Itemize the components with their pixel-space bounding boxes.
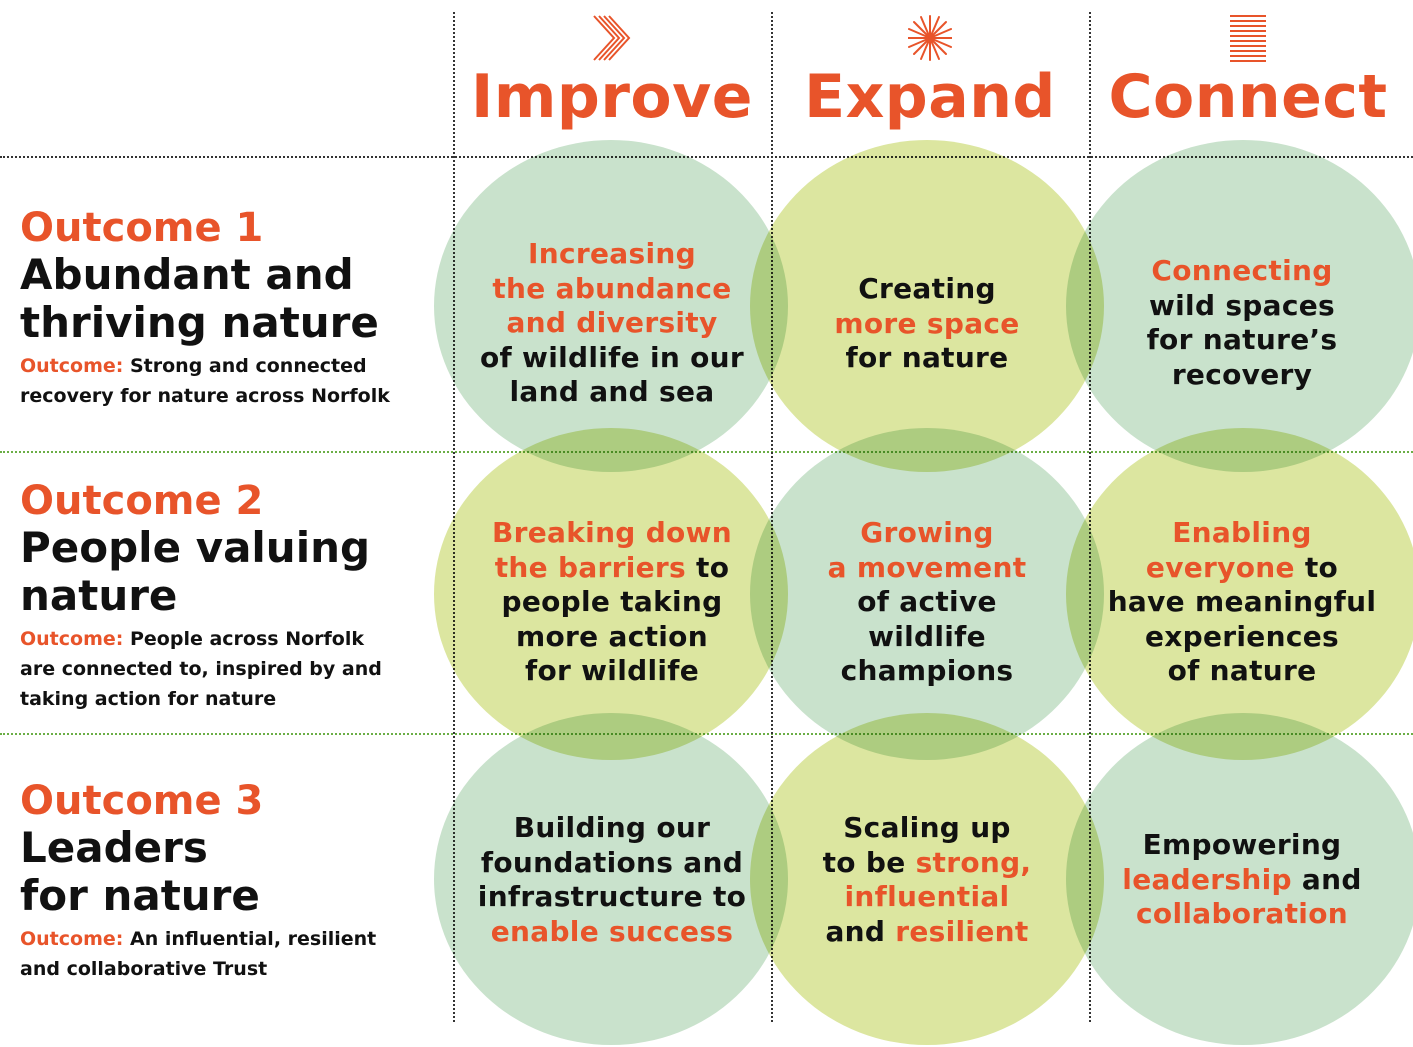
cell-text-line: land and sea xyxy=(509,375,715,408)
cell-improve-outcome-2: Breaking down the barriers to people tak… xyxy=(453,516,771,689)
cell-text-line: Scaling up xyxy=(843,811,1011,844)
outcome-2: Outcome 2 People valuing nature Outcome:… xyxy=(20,478,435,714)
cell-text-line: collaboration xyxy=(1136,897,1348,930)
outcome-1-description: Outcome: Strong and connected recovery f… xyxy=(20,351,420,411)
cell-text-span: to be xyxy=(822,845,916,879)
cell-text-span: to xyxy=(686,550,730,584)
cell-text-line: influential xyxy=(844,880,1010,913)
cell-text-line: of nature xyxy=(1167,654,1317,687)
cell-text-line: everyone to xyxy=(1083,551,1401,586)
column-title-connect: Connect xyxy=(1108,62,1388,132)
cell-text-line: and resilient xyxy=(768,915,1086,950)
circle-r2-connect xyxy=(1066,428,1413,760)
cell-text-line: the abundance xyxy=(492,271,732,305)
cell-connect-outcome-3: Empowering leadership and collaboration xyxy=(1083,828,1401,932)
cell-text-line: Empowering xyxy=(1142,828,1342,861)
cell-text-span: to xyxy=(1294,550,1339,584)
outcome-1-desc-text: Strong and connected recovery for nature… xyxy=(20,355,390,407)
circle-r1-connect xyxy=(1066,140,1413,472)
cell-expand-outcome-1: Creating more space for nature xyxy=(768,272,1086,376)
outcome-3-title: Leaders for nature xyxy=(20,823,260,920)
cell-text-line: enable success xyxy=(490,914,734,948)
outcome-1: Outcome 1 Abundant and thriving nature O… xyxy=(20,205,435,411)
cell-text-line: leadership and xyxy=(1083,863,1401,898)
column-header-expand: Expand xyxy=(771,0,1089,150)
cell-text-line: for nature’s xyxy=(1146,323,1338,356)
cell-text-line: foundations and xyxy=(480,845,744,879)
cell-expand-outcome-2: Growing a movement of active wildlife ch… xyxy=(768,516,1086,689)
double-chevron-icon xyxy=(590,12,634,64)
stacked-lines-icon xyxy=(1226,12,1270,64)
circle-r3-improve xyxy=(434,713,788,1045)
circle-r2-expand xyxy=(750,428,1104,760)
column-title-improve: Improve xyxy=(471,62,753,132)
cell-text-line: the barriers to xyxy=(453,551,771,586)
column-header-connect: Connect xyxy=(1089,0,1407,150)
outcome-3-description: Outcome: An influential, resilient and c… xyxy=(20,924,400,984)
outcome-3-label: Outcome 3 xyxy=(20,778,264,824)
cell-text-highlight: the barriers xyxy=(494,550,686,584)
outcome-2-desc-text: People across Norfolk are connected to, … xyxy=(20,628,382,710)
cell-text-highlight: strong, xyxy=(915,845,1032,879)
cell-text-line: recovery xyxy=(1171,357,1313,391)
cell-text-line: Creating xyxy=(858,272,996,305)
cell-text-line: have meaningful xyxy=(1107,585,1377,618)
circle-r1-expand xyxy=(750,140,1104,472)
column-header-improve: Improve xyxy=(453,0,771,150)
cell-connect-outcome-1: Connecting wild spaces for nature’s reco… xyxy=(1083,254,1401,392)
cell-text-line: for nature xyxy=(845,341,1009,374)
cell-expand-outcome-3: Scaling up to be strong, influential and… xyxy=(768,811,1086,949)
cell-text-line: experiences xyxy=(1145,619,1339,653)
cell-text-line: of active xyxy=(857,585,997,618)
starburst-icon xyxy=(907,12,953,64)
outcome-1-title: Abundant and thriving nature xyxy=(20,250,379,347)
cell-improve-outcome-3: Building our foundations and infrastruct… xyxy=(453,811,771,949)
circle-r3-expand xyxy=(750,713,1104,1045)
cell-text-highlight: everyone xyxy=(1145,550,1295,584)
cell-text-line: people taking xyxy=(501,585,723,618)
cell-text-line: Enabling xyxy=(1172,516,1312,549)
cell-connect-outcome-2: Enabling everyone to have meaningful exp… xyxy=(1083,516,1401,689)
column-title-expand: Expand xyxy=(804,62,1056,132)
cell-text-line: to be strong, xyxy=(768,846,1086,881)
row-divider-2 xyxy=(0,733,1413,735)
cell-text-span: and xyxy=(1291,862,1362,896)
cell-text-highlight: leadership xyxy=(1122,862,1292,896)
cell-text-line: a movement xyxy=(827,550,1027,584)
outcome-2-title: People valuing nature xyxy=(20,523,371,620)
cell-text-line: Increasing xyxy=(528,237,696,270)
cell-improve-outcome-1: Increasing the abundance and diversity o… xyxy=(453,237,771,410)
cell-text-line: infrastructure to xyxy=(477,880,747,913)
header-divider xyxy=(0,156,1413,158)
cell-text-line: wild spaces xyxy=(1148,288,1335,322)
outcome-3-desc-text: An influential, resilient and collaborat… xyxy=(20,928,377,980)
circle-r3-connect xyxy=(1066,713,1413,1045)
cell-text-line: wildlife xyxy=(868,619,986,653)
cell-text-line: Breaking down xyxy=(492,516,732,549)
circle-r1-improve xyxy=(434,140,788,472)
cell-text-line: of wildlife in our xyxy=(479,340,745,374)
cell-text-line: Building our xyxy=(513,811,711,844)
row-divider-1 xyxy=(0,451,1413,453)
cell-text-line: Connecting xyxy=(1151,254,1333,287)
outcome-2-desc-prefix: Outcome: xyxy=(20,628,124,650)
cell-text-line: for wildlife xyxy=(524,654,700,687)
cell-text-line: more space xyxy=(834,306,1020,340)
cell-text-line: Growing xyxy=(860,516,994,549)
outcome-1-desc-prefix: Outcome: xyxy=(20,355,124,377)
outcome-1-label: Outcome 1 xyxy=(20,205,264,251)
circle-r2-improve xyxy=(434,428,788,760)
outcome-3: Outcome 3 Leaders for nature Outcome: An… xyxy=(20,778,435,984)
cell-text-line: and diversity xyxy=(506,306,718,339)
outcome-2-label: Outcome 2 xyxy=(20,478,264,524)
cell-text-line: more action xyxy=(516,619,708,653)
cell-text-highlight: resilient xyxy=(895,914,1029,948)
outcome-3-desc-prefix: Outcome: xyxy=(20,928,124,950)
cell-text-span: and xyxy=(825,914,896,948)
outcome-2-description: Outcome: People across Norfolk are conne… xyxy=(20,624,400,714)
cell-text-line: champions xyxy=(840,654,1014,687)
